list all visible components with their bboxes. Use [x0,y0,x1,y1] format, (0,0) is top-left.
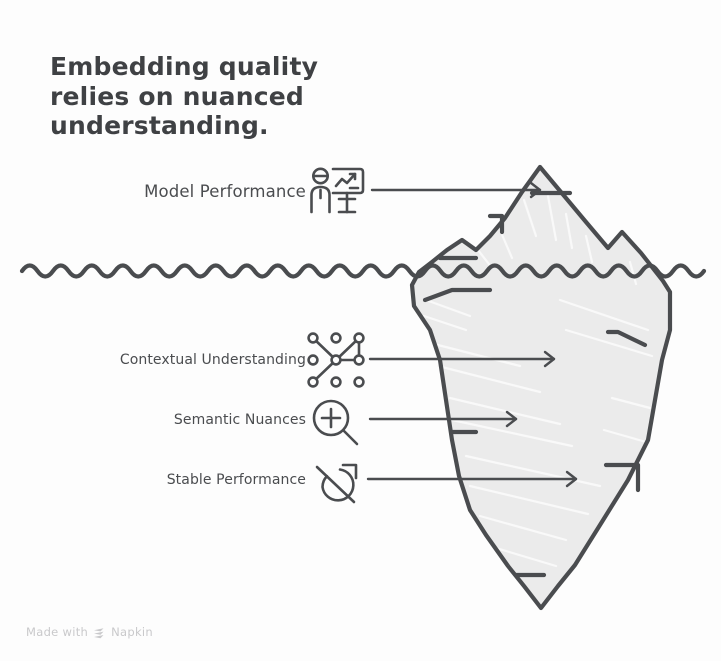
iceberg-outline [409,164,673,611]
footer-attribution: Made with Napkin [26,625,153,639]
water-surface-wave [19,263,707,279]
connector-lines [366,181,578,488]
footer-made-with-label: Made with [26,625,89,639]
label-contextual-understanding: Contextual Understanding [119,352,306,368]
iceberg-shape [409,164,673,611]
connector-contextual-understanding [368,350,556,368]
label-semantic-nuances: Semantic Nuances [173,412,306,428]
iceberg-fill [412,167,670,608]
connector-semantic-nuances [368,410,518,428]
label-model-performance: Model Performance [144,182,306,201]
network-nodes-icon [307,332,365,388]
page-title: Embedding quality relies on nuanced unde… [50,52,319,140]
footer-brand-label: Napkin [111,625,154,639]
iceberg-texture-streaks [422,194,654,568]
iceberg-ledge-details [422,190,648,578]
napkin-logo-icon [93,627,106,640]
magnifier-plus-icon [310,399,362,447]
label-stable-performance: Stable Performance [166,472,306,488]
connector-model-performance [370,181,542,199]
presenter-chart-icon [306,166,366,222]
circle-arrow-growth-icon [312,459,362,507]
connector-stable-performance [366,470,578,488]
